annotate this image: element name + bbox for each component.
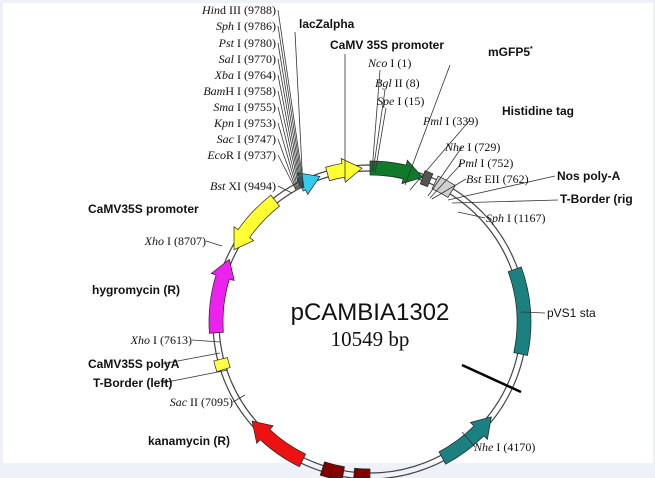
label-kanamycin: kanamycin (R) bbox=[148, 434, 230, 448]
site-pmli-339: Pml I (339) bbox=[422, 114, 478, 128]
feature-camv35s-polya bbox=[213, 357, 231, 373]
leader-line bbox=[457, 211, 486, 219]
site-sphi-1167: Sph I (1167) bbox=[486, 211, 546, 225]
site-spei: Spe I (15) bbox=[377, 94, 424, 108]
leader-line bbox=[277, 185, 293, 194]
label-camv35s-promoter-left: CaMV35S promoter bbox=[88, 202, 199, 216]
leader-line bbox=[451, 199, 559, 204]
label-tborder-right: T-Border (rig bbox=[560, 192, 633, 206]
site-pmli-752: Pml I (752) bbox=[457, 156, 513, 170]
site-bsteii: Bst EII (762) bbox=[466, 172, 529, 186]
leader-line bbox=[191, 339, 221, 343]
leader-line bbox=[294, 31, 304, 189]
leader-line bbox=[277, 42, 303, 189]
site-ecori: EcoR I (9737) bbox=[206, 148, 276, 162]
leader-line bbox=[277, 154, 297, 191]
leader-line bbox=[447, 175, 556, 201]
leader-line bbox=[161, 352, 221, 365]
feature-kanamycin bbox=[251, 420, 307, 468]
leader-line bbox=[277, 25, 304, 189]
site-xhoi-8707: Xho I (8707) bbox=[144, 234, 206, 248]
site-bamhi: BamH I (9758) bbox=[203, 84, 276, 98]
label-nos-polya: Nos poly-A bbox=[557, 169, 621, 183]
leader-line bbox=[277, 90, 300, 189]
leader-line bbox=[371, 69, 381, 173]
site-bstxi: Bst XI (9494) bbox=[210, 179, 276, 193]
leader-line bbox=[372, 89, 386, 173]
site-xbai: Xba I (9764) bbox=[214, 68, 276, 82]
leader-line bbox=[429, 162, 463, 199]
leader-line bbox=[427, 146, 463, 197]
label-tborder-left: T-Border (left) bbox=[93, 376, 172, 390]
leader-line bbox=[461, 431, 476, 448]
site-saci: Sac I (9747) bbox=[217, 132, 276, 146]
site-sphi-top: Sph I (9786) bbox=[216, 19, 276, 33]
site-kpni: Kpn I (9753) bbox=[213, 116, 276, 130]
plasmid-name: pCAMBIA1302 bbox=[291, 299, 450, 326]
site-xhoi-7613: Xho I (7613) bbox=[130, 333, 192, 347]
feature-histidine-tag bbox=[419, 170, 434, 188]
feature-segments bbox=[208, 157, 532, 478]
label-camv35s-polya: CaMV35S polyA bbox=[88, 357, 180, 371]
site-bglii: Bgl II (8) bbox=[375, 76, 420, 90]
leader-line bbox=[277, 58, 302, 189]
leader-line bbox=[520, 311, 546, 314]
leader-line bbox=[232, 394, 246, 403]
label-camv35s-promoter-right: CaMV 35S promoter bbox=[330, 38, 444, 52]
site-nhei-4170: Nhe I (4170) bbox=[473, 440, 535, 454]
feature-darkred-1 bbox=[319, 461, 345, 478]
label-leader-lines bbox=[161, 9, 559, 448]
label-mgfp5: mGFP5* bbox=[488, 45, 533, 59]
site-sali: Sal I (9770) bbox=[219, 52, 276, 66]
plasmid-size: 10549 bp bbox=[331, 327, 410, 351]
leader-line bbox=[431, 178, 467, 200]
site-ncoi: Nco I (1) bbox=[367, 56, 411, 70]
feature-hygromycin bbox=[208, 258, 235, 334]
leader-line bbox=[277, 106, 299, 190]
site-smai: Sma I (9755) bbox=[213, 100, 276, 114]
label-hygromycin: hygromycin (R) bbox=[92, 283, 180, 297]
feature-darkred-2 bbox=[353, 467, 371, 478]
label-histidine-tag: Histidine tag bbox=[502, 104, 574, 118]
leader-line bbox=[409, 119, 471, 191]
label-lacz: lacZalpha bbox=[299, 17, 355, 31]
feature-pvs1 bbox=[507, 266, 532, 356]
leader-line bbox=[374, 107, 387, 174]
leader-line bbox=[277, 74, 301, 189]
site-hindiii: Hind III (9788) bbox=[201, 3, 276, 17]
site-nhei-729: Nhe I (729) bbox=[444, 140, 500, 154]
feature-bottom-teal bbox=[438, 416, 492, 465]
leader-line bbox=[161, 369, 229, 384]
leader-line bbox=[205, 240, 223, 247]
label-pvs1: pVS1 sta bbox=[547, 306, 596, 320]
site-psti: Pst I (9780) bbox=[218, 36, 276, 50]
feature-camv35s-promoter-right bbox=[325, 157, 363, 183]
site-sacii: Sac II (7095) bbox=[170, 395, 233, 409]
leader-line bbox=[277, 138, 297, 190]
feature-camv35s-promoter-left bbox=[233, 194, 280, 251]
origin-marker bbox=[461, 363, 522, 394]
leader-line bbox=[277, 9, 305, 189]
leader-line bbox=[404, 64, 451, 186]
leader-line bbox=[277, 122, 298, 190]
figure-panel bbox=[3, 3, 653, 463]
feature-mgfp5 bbox=[369, 159, 424, 185]
